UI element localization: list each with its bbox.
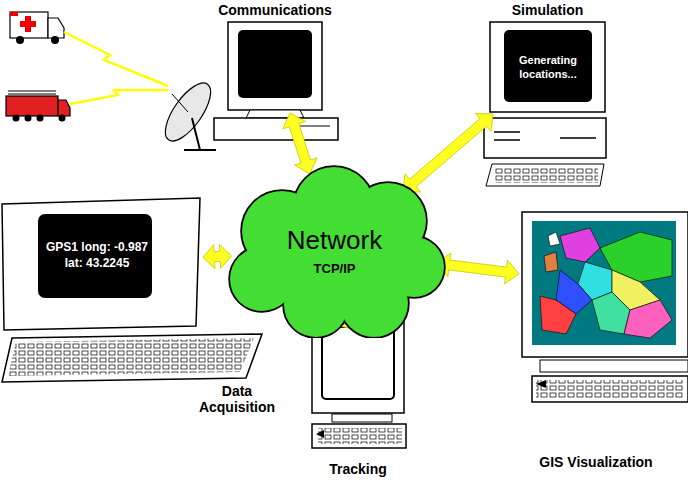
computer-label: GIS Visualization: [514, 454, 678, 470]
computer: [312, 318, 406, 448]
computer-node: SimulationGenerating locations...: [490, 22, 605, 112]
computer: [522, 212, 688, 402]
computer-label: Communications: [178, 2, 372, 18]
computer-node: GIS Visualization: [522, 212, 688, 357]
double-arrow: [283, 113, 318, 174]
radio-link: [64, 32, 168, 104]
double-arrow: [203, 244, 232, 268]
network-cloud: NetworkTCP/IP: [222, 163, 447, 338]
ambulance: [10, 12, 64, 44]
fire-truck: [6, 91, 70, 122]
computer: [484, 22, 606, 186]
computer-node: Tracking: [312, 318, 404, 413]
computer: [214, 22, 338, 140]
double-arrow: [436, 253, 519, 284]
computer-label: Tracking: [292, 461, 424, 477]
double-arrow: [403, 113, 493, 192]
screen-text: GPS1 long: -0.987 lat: 43.2245: [42, 216, 152, 296]
computer-node: Communications: [228, 22, 322, 110]
europe-map: [540, 228, 672, 338]
cloud-subtitle: TCP/IP: [222, 261, 447, 276]
computer-label: Data Acquisition: [192, 383, 282, 415]
computer-node: GPS1 long: -0.987 lat: 43.2245Data Acqui…: [2, 200, 200, 325]
screen-text: Generating locations...: [506, 32, 590, 102]
cloud-title: Network: [222, 225, 447, 256]
satellite-dish: [157, 76, 219, 150]
computer-label: Simulation: [450, 2, 645, 18]
computer: [2, 198, 262, 382]
